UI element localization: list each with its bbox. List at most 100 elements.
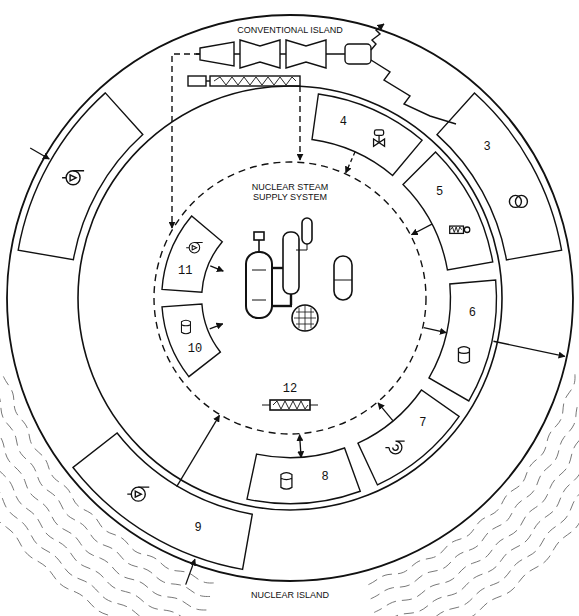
sector-box: 8 <box>245 446 362 506</box>
drawing-part <box>385 392 579 616</box>
drawing-part <box>358 390 459 485</box>
sector-box: 7 <box>356 388 461 487</box>
callout-number: 9 <box>194 522 201 535</box>
node-outline <box>154 162 426 434</box>
generator <box>345 44 371 64</box>
rod-drive <box>254 232 264 240</box>
node-outline <box>401 150 495 272</box>
drawing-part <box>429 280 496 401</box>
equipment-symbol <box>374 130 385 147</box>
sector-box: 6 <box>427 278 498 403</box>
flow-arrow <box>177 415 220 486</box>
sector-box: 5 <box>401 150 495 272</box>
hp-turbine <box>200 42 234 66</box>
reactor-vessel <box>246 252 272 318</box>
node-outline <box>162 304 220 377</box>
callout-number: 3 <box>484 141 491 154</box>
flow-arrow <box>378 403 393 421</box>
node-outline <box>7 15 573 581</box>
callout-number: 8 <box>321 471 328 484</box>
equipment-symbol <box>62 171 84 185</box>
node-outline <box>160 302 222 379</box>
callout-number: 10 <box>143 343 247 356</box>
pump-house-outline <box>18 93 143 260</box>
lp-turbine <box>286 40 326 68</box>
node-outline <box>247 448 360 504</box>
sector-box: 11 <box>160 214 224 294</box>
condenser-tubes <box>214 77 296 85</box>
equipment-symbol <box>281 473 292 490</box>
node-outline <box>72 433 251 569</box>
sector-box: 4 <box>310 92 424 177</box>
flow-arrow <box>424 328 446 333</box>
node-outline <box>245 446 362 506</box>
drawing-part <box>381 389 579 616</box>
coolant-pump <box>294 305 316 331</box>
node-outline <box>429 280 496 401</box>
node-outline <box>160 214 224 294</box>
drawing-part <box>371 378 579 599</box>
drawing-part <box>0 382 206 610</box>
pressurizer <box>302 218 312 244</box>
sector-box: 3 <box>435 91 564 262</box>
region-title: CONVENTIONAL ISLAND <box>237 25 343 35</box>
region-title: NUCLEAR STEAM SUPPLY SYSTEM <box>238 182 342 203</box>
callout-number: 12 <box>283 383 297 396</box>
turbine-generator <box>172 24 456 228</box>
node-outline <box>403 152 493 270</box>
drawing-part <box>378 385 579 616</box>
plant-rooms <box>18 93 565 585</box>
flow-arrow <box>210 266 223 271</box>
drawing-part <box>7 15 573 581</box>
hot-leg <box>272 267 283 269</box>
reactor-coolant-system <box>246 218 352 410</box>
flow-arrow <box>493 341 564 356</box>
rod-drive <box>258 240 260 252</box>
callout-number: 7 <box>419 417 426 430</box>
heat-exchanger <box>262 405 318 406</box>
node-outline <box>310 92 424 177</box>
drawing-part <box>403 152 493 270</box>
node-outline <box>356 388 461 487</box>
callout-number: 5 <box>436 186 443 199</box>
equipment-symbol <box>450 226 470 233</box>
coolant-pump <box>292 305 318 331</box>
accumulator-tank <box>334 280 352 281</box>
drawing-part <box>162 304 220 377</box>
equipment-symbol <box>458 347 469 364</box>
label-holder: CONVENTIONAL ISLAND <box>237 25 343 35</box>
island-outline: 1011NUCLEAR STEAM SUPPLY SYSTEM3456789NU… <box>7 15 573 581</box>
steam-generator <box>283 232 299 294</box>
equipment-symbol <box>509 195 527 207</box>
node-outline <box>427 278 498 403</box>
node-outline <box>162 216 222 292</box>
node-outline <box>358 390 459 485</box>
equipment-symbol <box>181 320 190 334</box>
callout-number: 4 <box>340 116 347 129</box>
callout-number: 11 <box>133 265 237 278</box>
equipment-symbol <box>186 242 203 253</box>
flow-arrow <box>346 152 355 173</box>
heat-exchanger <box>270 400 310 410</box>
feed-pipe <box>206 80 210 81</box>
flow-arrow <box>412 224 432 235</box>
surge-line <box>296 244 307 250</box>
reactor-core <box>252 270 266 271</box>
cold-leg <box>272 305 292 307</box>
drawing-part <box>312 94 422 175</box>
flow-arrow <box>210 324 223 329</box>
sector-box: 10 <box>160 302 222 379</box>
drawing-part <box>374 382 579 613</box>
drawing-part <box>247 448 360 504</box>
cross-leg <box>291 294 292 305</box>
drawing-part <box>72 433 251 569</box>
condenser <box>210 76 300 86</box>
label-holder: 12 <box>283 383 297 396</box>
accumulator-tank <box>334 256 352 300</box>
drawing-part <box>0 386 203 616</box>
